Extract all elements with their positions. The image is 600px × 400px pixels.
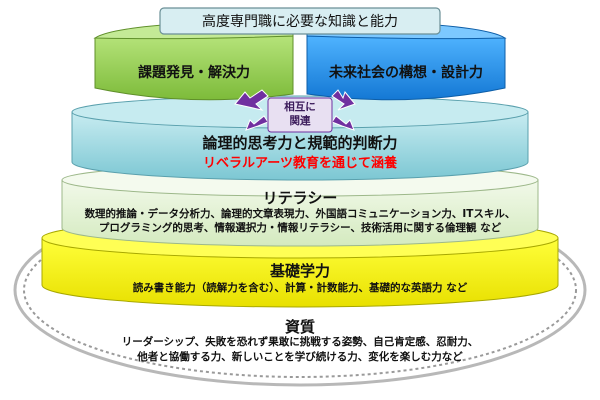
base-title: 資質 bbox=[284, 318, 315, 336]
tier-logic-subtitle: リベラルアーツ教育を通じて涵養 bbox=[203, 156, 397, 171]
tier-logic-title: 論理的思考力と規範的判断力 bbox=[202, 134, 398, 152]
base-desc2: 他者と協働する力、新しいことを学び続ける力、変化を楽しむ力など bbox=[137, 351, 463, 363]
tier-literacy-title: リテラシー bbox=[262, 189, 338, 207]
mutual-label: 相互に 関連 bbox=[268, 100, 332, 128]
top-title-box bbox=[159, 7, 441, 35]
tier-literacy-side bbox=[61, 179, 539, 247]
tier-literacy-desc1: 数理的推論・データ分析力、論理的文章表現力、外国語コミュニケーション力、ITスキ… bbox=[84, 208, 516, 220]
tier-left-label: 課題発見・解決力 bbox=[138, 65, 250, 81]
mutual-line1: 相互に bbox=[284, 101, 316, 113]
top-title: 高度専門職に必要な知識と能力 bbox=[202, 14, 398, 30]
tier-literacy-desc2: プログラミング的思考、情報選択力・情報リテラシー、技術活用に関する倫理観 など bbox=[98, 222, 502, 234]
mutual-box bbox=[267, 97, 333, 133]
tier-basic-desc: 読み書き能力（読解力を含む）、計算・計数能力、基礎的な英語力 など bbox=[132, 282, 468, 294]
tier-basic-title: 基礎学力 bbox=[269, 262, 330, 280]
mutual-line2: 関連 bbox=[289, 115, 311, 127]
base-desc1: リーダーシップ、失敗を恐れず果敢に挑戦する姿勢、自己肯定感、忍耐力、 bbox=[121, 336, 479, 348]
tier-right-side bbox=[306, 35, 506, 101]
mutual-arrows-icon bbox=[234, 89, 356, 131]
tier-left-side bbox=[94, 35, 294, 101]
tier-right-label: 未来社会の構想・設計力 bbox=[329, 65, 483, 81]
tier-logic-side bbox=[71, 111, 529, 181]
